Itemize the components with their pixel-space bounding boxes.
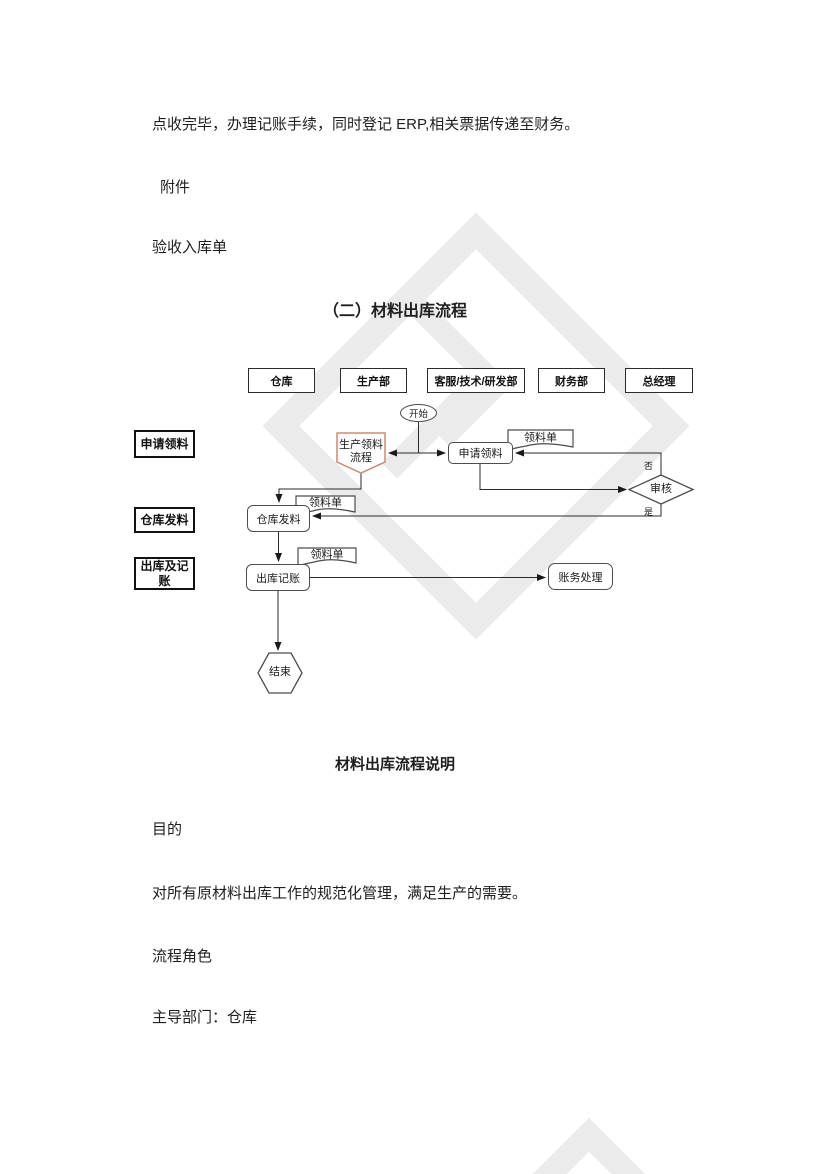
lane-service-tech-rd-label: 客服/技术/研发部 [434, 375, 518, 388]
end-node-label: 结束 [269, 666, 291, 679]
stage-apply-material: 申请领料 [134, 430, 195, 458]
production-flow-pentagon-shape [336, 432, 386, 474]
lead-department: 主导部门：仓库 [152, 1009, 258, 1026]
lane-warehouse: 仓库 [248, 368, 315, 393]
connector-review-yes-to-issue [312, 504, 662, 520]
start-node: 开始 [400, 404, 437, 422]
stage-outbound-bookkeeping-label: 出库及记账 [140, 558, 189, 588]
flowchart-connectors [257, 422, 695, 694]
issue-material-node-label: 仓库发料 [256, 513, 301, 526]
lane-production-dept: 生产部 [340, 368, 407, 393]
review-yes-label: 是 [644, 507, 654, 517]
slip-label-3: 领料单 [310, 549, 344, 562]
issue-material-node: 仓库发料 [247, 505, 310, 532]
paragraph-receipt: 点收完毕，办理记账手续，同时登记 ERP,相关票据传递至财务。 [152, 116, 580, 133]
purpose-text: 对所有原材料出库工作的规范化管理，满足生产的需要。 [152, 885, 528, 902]
start-node-label: 开始 [408, 409, 428, 420]
roles-label: 流程角色 [152, 948, 213, 965]
stage-outbound-bookkeeping: 出库及记账 [134, 557, 195, 590]
outbound-record-node: 出库记账 [246, 564, 310, 591]
purpose-label: 目的 [152, 821, 183, 838]
account-processing-node-label: 账务处理 [558, 571, 603, 584]
lane-finance-dept: 财务部 [538, 368, 605, 393]
lane-warehouse-label: 仓库 [270, 375, 293, 388]
section-title: （二）材料出库流程 [322, 303, 467, 320]
account-processing-node: 账务处理 [548, 563, 613, 590]
description-title: 材料出库流程说明 [334, 756, 455, 773]
review-node-label: 审核 [650, 483, 672, 496]
apply-material-node-label: 申请领料 [458, 448, 503, 460]
apply-material-node: 申请领料 [448, 442, 513, 464]
outbound-record-node-label: 出库记账 [256, 572, 300, 585]
end-hexagon-shape [257, 652, 303, 694]
review-no-label: 否 [644, 461, 654, 471]
attachment-label: 附件 [160, 179, 191, 196]
stage-issue-material: 仓库发料 [134, 507, 195, 533]
production-flow-node-label: 生产领料流程 [339, 439, 383, 464]
slip-label-1: 领料单 [524, 431, 557, 444]
connector-review-no-to-apply [515, 449, 662, 475]
review-diamond-shape [627, 474, 695, 505]
lane-general-manager: 总经理 [625, 368, 693, 393]
attachment-item: 验收入库单 [152, 239, 228, 256]
lane-production-dept-label: 生产部 [357, 375, 390, 388]
lane-service-tech-rd-dept: 客服/技术/研发部 [427, 368, 525, 393]
material-outbound-flowchart: 仓库 生产部 客服/技术/研发部 财务部 总经理 申请领料 仓库发料 出库及记账… [0, 355, 830, 715]
slip-label-2: 领料单 [309, 497, 342, 510]
connector-production-flow-to-issue [275, 473, 362, 503]
watermark-diamond-bottom [427, 1117, 751, 1174]
lane-finance-dept-label: 财务部 [555, 375, 588, 388]
stage-apply-material-label: 申请领料 [140, 436, 189, 451]
connector-apply-to-review [479, 464, 627, 493]
stage-issue-material-label: 仓库发料 [140, 512, 189, 527]
lane-general-manager-label: 总经理 [642, 375, 676, 388]
